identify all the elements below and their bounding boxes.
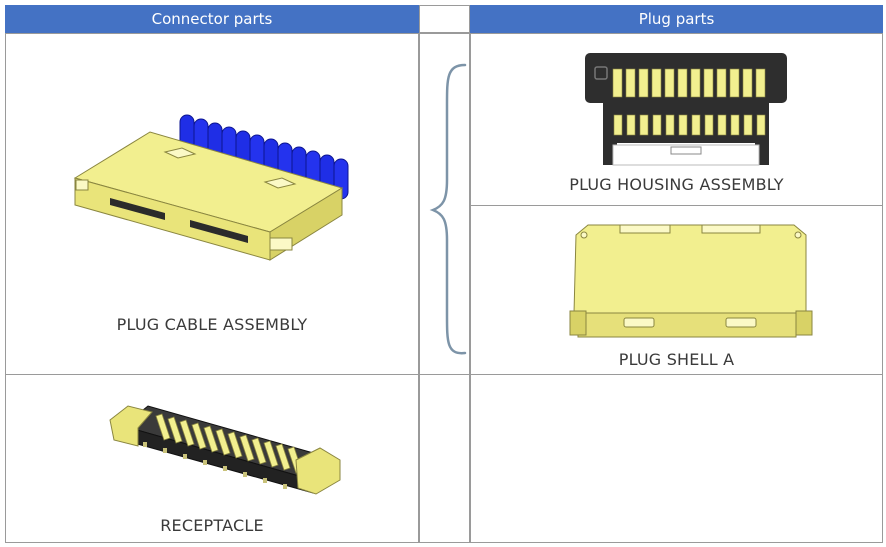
plug-housing-assembly-image [585, 53, 787, 166]
housing-upper-contacts [612, 68, 766, 98]
plug-parts-header: Plug parts [470, 5, 883, 33]
plug-shell-a-label: PLUG SHELL A [618, 350, 735, 369]
connector-parts-header-text: Connector parts [151, 10, 273, 28]
receptacle-label: RECEPTACLE [160, 516, 264, 535]
middle-cell-top [419, 33, 470, 375]
plug-shell-a-image [569, 224, 813, 338]
header-spacer-cell [419, 5, 470, 33]
housing-lower-contacts [613, 114, 766, 136]
plug-cable-assembly-image [73, 114, 349, 261]
plug-housing-assembly-label: PLUG HOUSING ASSEMBLY [569, 175, 784, 194]
receptacle-contacts [155, 413, 303, 474]
right-curly-brace-icon [429, 63, 467, 355]
plug-parts-header-text: Plug parts [638, 10, 715, 28]
connector-parts-header: Connector parts [5, 5, 419, 33]
empty-plug-cell [470, 374, 883, 543]
plug-cable-assembly-label: PLUG CABLE ASSEMBLY [116, 315, 308, 334]
receptacle-image [109, 405, 341, 495]
middle-cell-bottom [419, 374, 470, 543]
